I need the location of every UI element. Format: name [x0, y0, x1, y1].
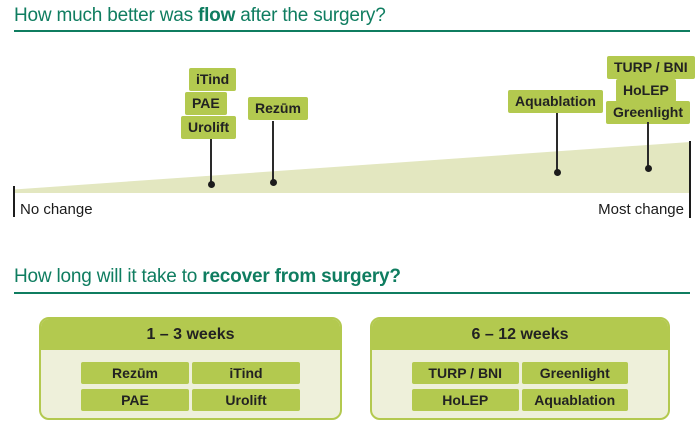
label-holep: HoLEP	[616, 79, 676, 102]
recovery-heading-bold: recover from surgery?	[202, 266, 401, 287]
recovery-card-6-12-weeks: 6 – 12 weeks TURP / BNI Greenlight HoLEP…	[370, 317, 670, 420]
recovery-section-heading: How long will it take to recover from su…	[14, 266, 401, 288]
recovery-cell-rezum: Rezūm	[81, 362, 189, 384]
recovery-cell-greenlight: Greenlight	[521, 362, 628, 384]
recovery-cell-aquablation: Aquablation	[521, 389, 628, 411]
recovery-cell-holep: HoLEP	[412, 389, 519, 411]
flow-heading-underline	[14, 30, 690, 32]
recovery-card-1-title: 1 – 3 weeks	[41, 319, 340, 350]
label-turp-bni: TURP / BNI	[607, 56, 695, 79]
flow-heading-suffix: after the surgery?	[235, 5, 386, 26]
wedge-shape	[14, 142, 690, 193]
recovery-card-2-grid: TURP / BNI Greenlight HoLEP Aquablation	[372, 350, 668, 411]
stem-rezum	[272, 121, 274, 183]
flow-section-heading: How much better was flow after the surge…	[14, 5, 386, 27]
dot-aquablation	[554, 169, 561, 176]
recovery-cell-turp-bni: TURP / BNI	[412, 362, 519, 384]
axis-label-most-change: Most change	[598, 201, 684, 218]
stem-urolift-group	[210, 139, 212, 185]
label-pae: PAE	[185, 92, 227, 115]
stem-aquablation	[556, 113, 558, 173]
axis-tick-right	[689, 141, 691, 218]
label-rezum: Rezūm	[248, 97, 308, 120]
recovery-card-2-title: 6 – 12 weeks	[372, 319, 668, 350]
stem-greenlight-group	[647, 122, 649, 169]
dot-urolift-group	[208, 181, 215, 188]
recovery-cell-urolift: Urolift	[192, 389, 300, 411]
dot-rezum	[270, 179, 277, 186]
recovery-heading-prefix: How long will it take to	[14, 266, 203, 287]
dot-greenlight-group	[645, 165, 652, 172]
label-greenlight: Greenlight	[606, 101, 691, 124]
label-itind: iTind	[189, 68, 237, 91]
axis-label-no-change: No change	[20, 201, 93, 218]
recovery-cell-pae: PAE	[81, 389, 189, 411]
label-aquablation: Aquablation	[508, 90, 603, 113]
recovery-heading-underline	[14, 292, 690, 294]
recovery-card-1-grid: Rezūm iTind PAE Urolift	[41, 350, 340, 411]
recovery-card-1-3-weeks: 1 – 3 weeks Rezūm iTind PAE Urolift	[39, 317, 342, 420]
flow-heading-bold: flow	[197, 5, 236, 26]
axis-tick-left	[13, 186, 15, 217]
recovery-cell-itind: iTind	[192, 362, 300, 384]
label-urolift: Urolift	[181, 116, 237, 139]
flow-heading-prefix: How much better was	[14, 5, 198, 26]
